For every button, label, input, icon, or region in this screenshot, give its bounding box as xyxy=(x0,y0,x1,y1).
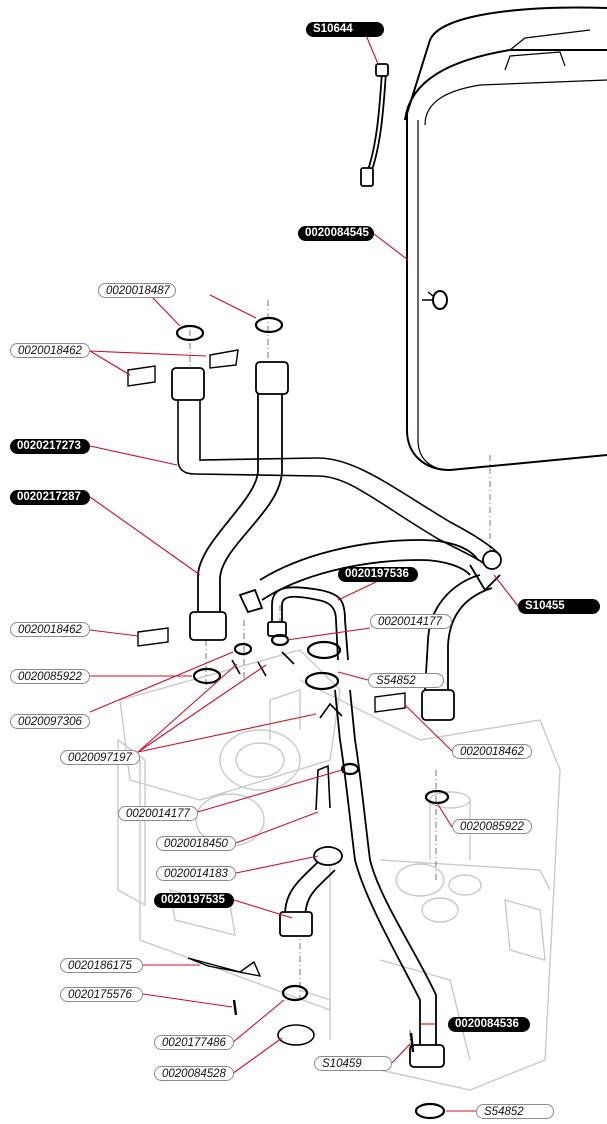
label-0020197536: 0020197536 xyxy=(338,567,418,582)
label-0020018462-b: 0020018462 xyxy=(10,622,90,637)
label-0020018462-c: 0020018462 xyxy=(452,744,532,759)
label-0020018462-a: 0020018462 xyxy=(10,343,90,358)
expansion-vessel xyxy=(404,6,607,472)
label-0020085922-b: 0020085922 xyxy=(452,819,532,834)
label-0020084545: 0020084545 xyxy=(298,226,374,241)
pipe-0020084536 xyxy=(334,689,445,1068)
leader-lines xyxy=(89,27,519,1112)
label-0020217287: 0020217287 xyxy=(10,490,90,505)
label-0020197535: 0020197535 xyxy=(154,893,234,908)
label-0020084536: 0020084536 xyxy=(448,1017,530,1032)
label-s10459: S10459 xyxy=(314,1056,392,1071)
pipe-0020197535 xyxy=(279,846,343,937)
label-0020186175: 0020186175 xyxy=(60,958,143,973)
label-s54852-a: S54852 xyxy=(368,673,444,688)
label-0020085922-a: 0020085922 xyxy=(10,669,90,684)
label-0020084528: 0020084528 xyxy=(154,1066,234,1081)
label-0020097197: 0020097197 xyxy=(60,750,140,765)
label-0020018487: 0020018487 xyxy=(98,283,176,298)
label-0020177486: 0020177486 xyxy=(154,1035,234,1050)
label-0020175576: 0020175576 xyxy=(60,987,143,1002)
seals-and-clips xyxy=(127,316,450,1120)
label-0020014177-a: 0020014177 xyxy=(370,614,452,629)
assembly-centre-lines xyxy=(189,300,491,1060)
label-0020018450: 0020018450 xyxy=(156,836,236,851)
label-0020014183: 0020014183 xyxy=(156,866,236,881)
pipe-0020217287 xyxy=(171,361,289,641)
pipe-right-riser xyxy=(421,574,493,721)
vent-tube xyxy=(360,63,389,187)
label-s10644: S10644 xyxy=(306,22,384,37)
label-s10455: S10455 xyxy=(518,599,600,614)
label-0020097306: 0020097306 xyxy=(10,714,90,729)
label-0020217273: 0020217273 xyxy=(10,439,90,454)
label-s54852-b: S54852 xyxy=(476,1104,554,1119)
label-0020014177-b: 0020014177 xyxy=(118,806,198,821)
pipe-0020217273 xyxy=(177,395,501,566)
